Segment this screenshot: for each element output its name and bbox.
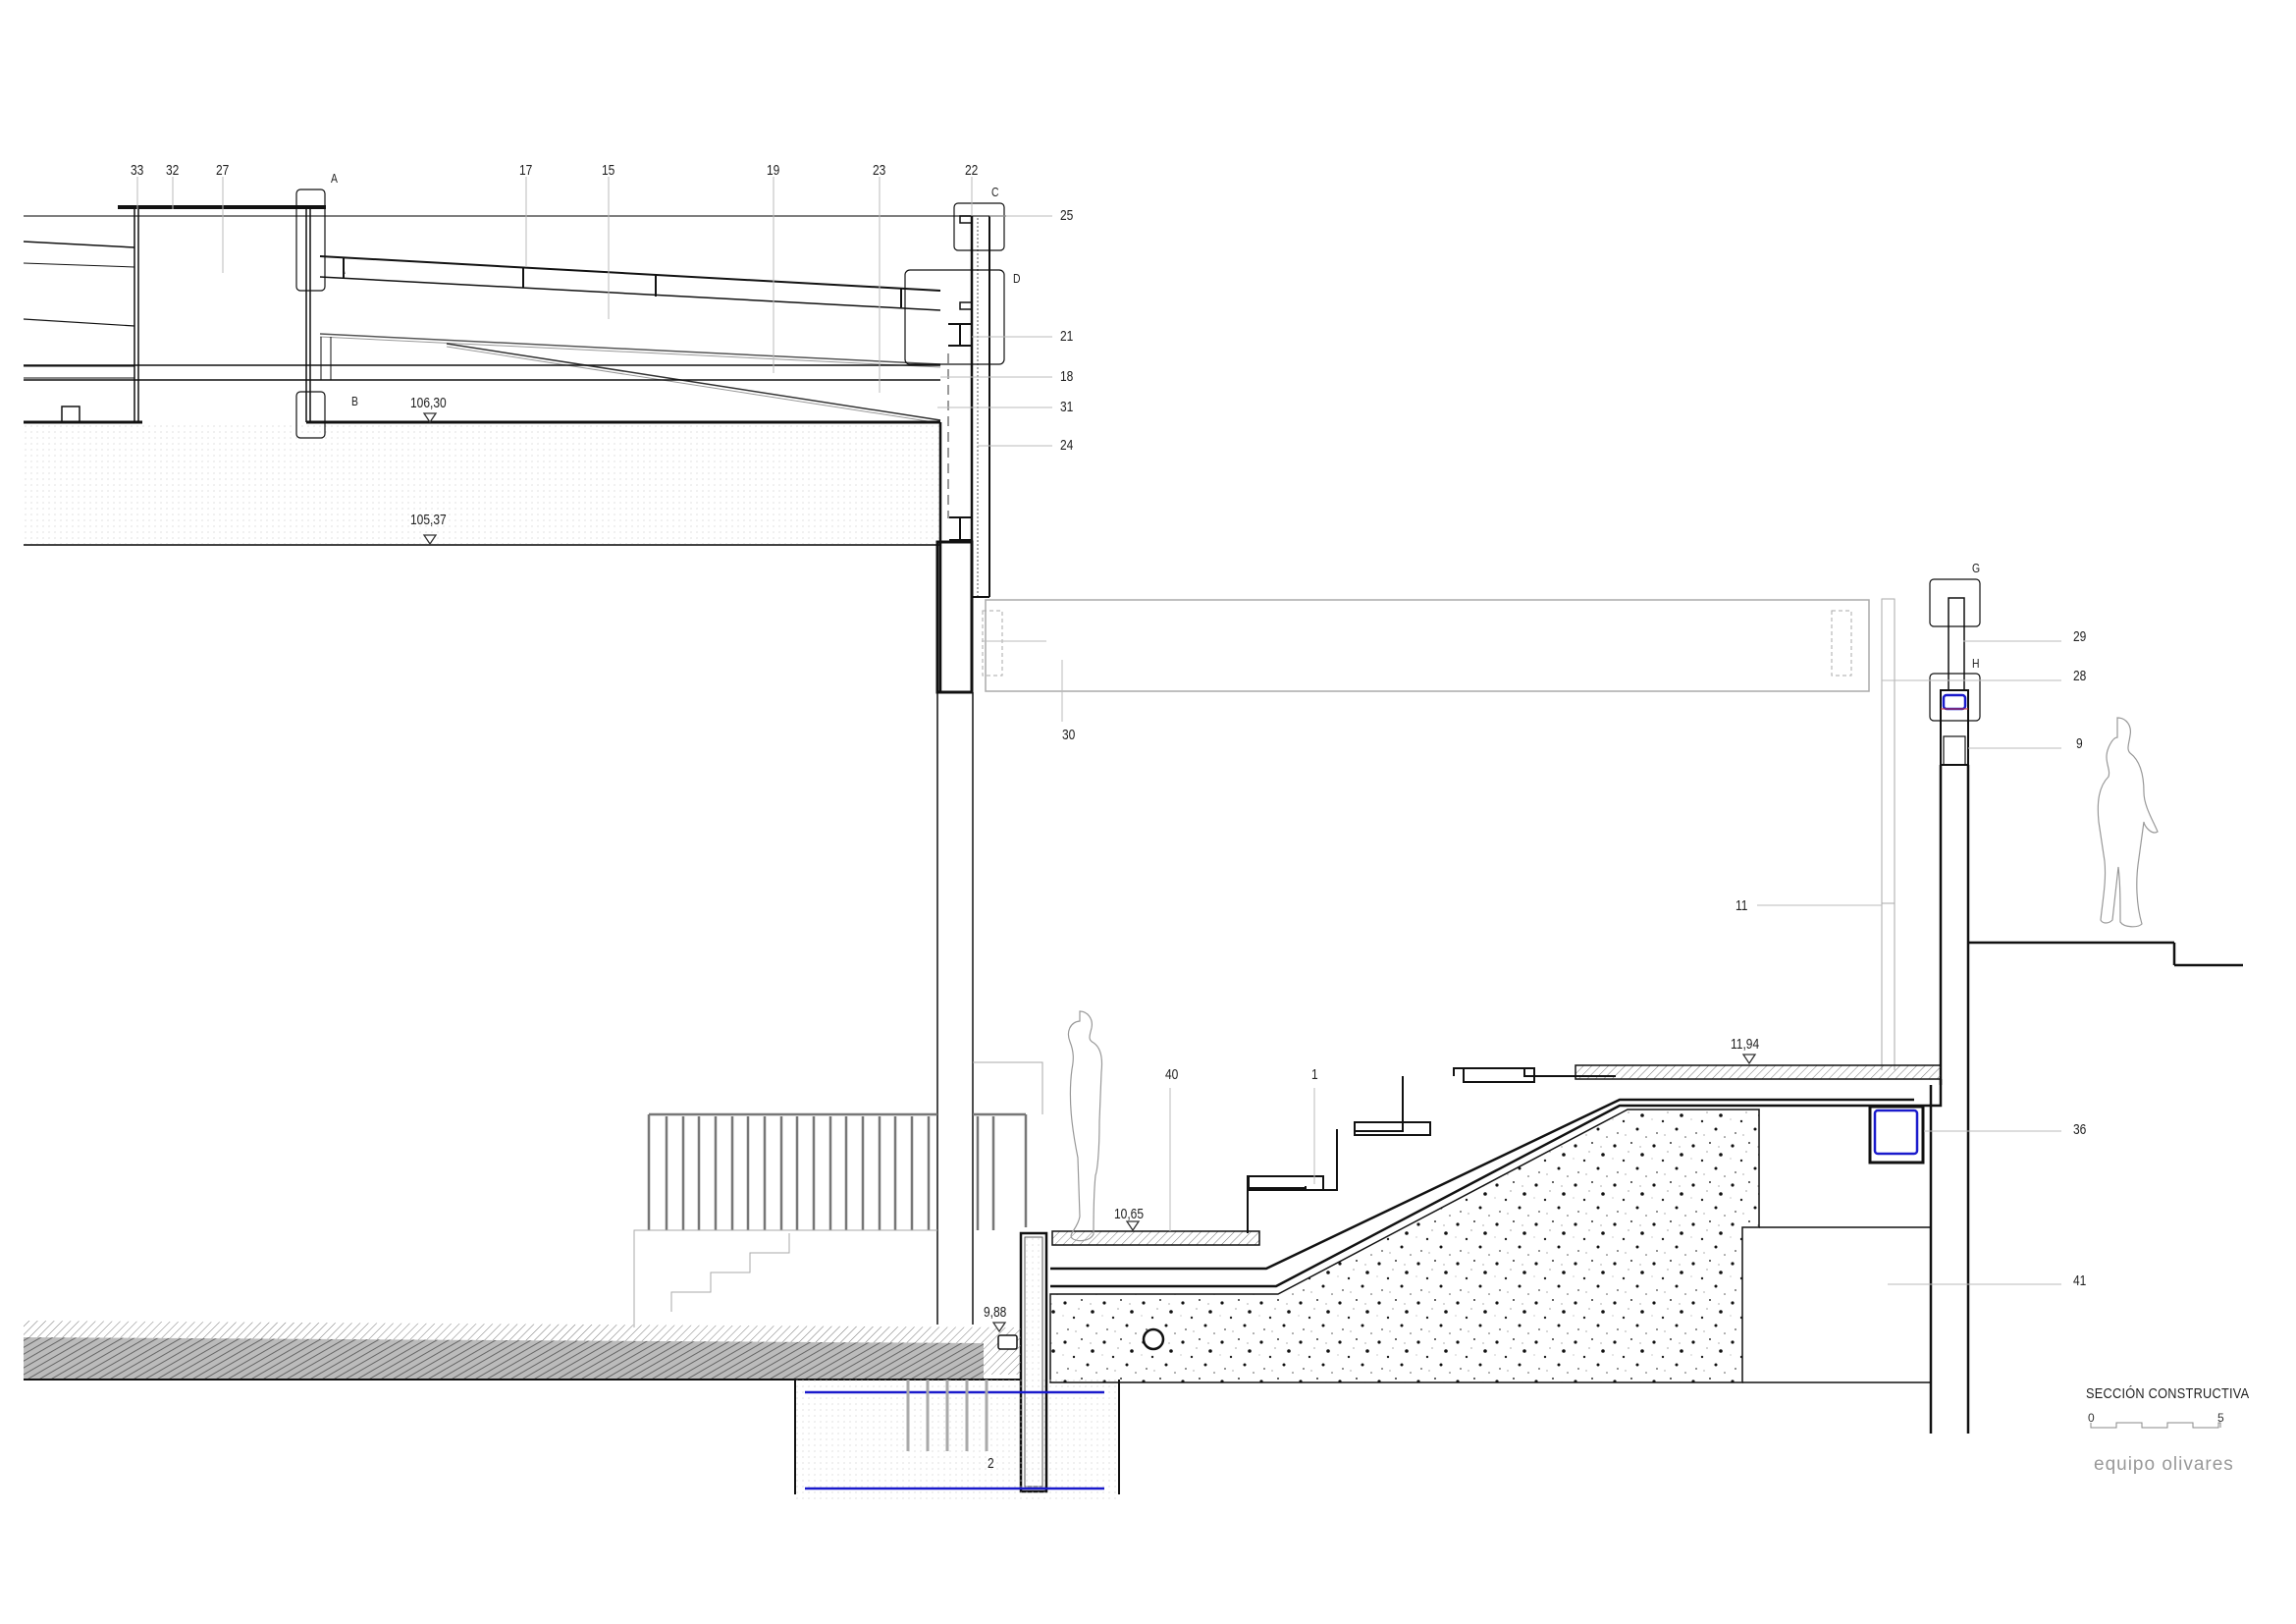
ground-layers	[24, 1321, 1021, 1380]
callout-15: 15	[602, 162, 615, 179]
detail-mark-g: G	[1972, 561, 1981, 575]
ceiling-slab	[24, 424, 940, 545]
callout-17: 17	[519, 162, 533, 179]
right-wall	[1929, 597, 2243, 1434]
callout-18: 18	[1060, 368, 1074, 385]
callout-28: 28	[2073, 668, 2087, 684]
callout-22: 22	[965, 162, 979, 179]
foundation	[794, 1380, 1120, 1499]
human-figure-left	[1067, 1010, 1103, 1242]
level-106-30: 106,30	[410, 395, 447, 411]
callout-2: 2	[988, 1455, 994, 1472]
callout-11: 11	[1735, 897, 1748, 914]
human-figure-right	[2097, 717, 2159, 928]
author-brand: equipo olivares	[2094, 1454, 2234, 1475]
beam-30	[982, 598, 1896, 1070]
callout-1: 1	[1311, 1066, 1318, 1083]
callout-31: 31	[1060, 399, 1074, 415]
callout-25: 25	[1060, 207, 1074, 224]
detail-mark-d: D	[1013, 271, 1021, 286]
detail-boxes	[295, 189, 1981, 722]
level-10-65: 10,65	[1114, 1206, 1145, 1222]
detail-mark-h: H	[1972, 656, 1980, 671]
scale-end: 5	[2217, 1411, 2224, 1425]
drain-pipe	[1142, 1327, 1165, 1351]
callout-30: 30	[1062, 727, 1076, 743]
beam-36	[1868, 1105, 1925, 1164]
callout-9: 9	[2076, 735, 2083, 752]
callout-21: 21	[1060, 328, 1074, 345]
callout-33: 33	[131, 162, 144, 179]
callout-41: 41	[2073, 1272, 2087, 1289]
roof-structure	[23, 205, 1006, 424]
detail-mark-a: A	[331, 171, 338, 186]
callout-32: 32	[166, 162, 180, 179]
leader-lines	[136, 177, 2061, 1285]
railing	[647, 1112, 1028, 1230]
callout-23: 23	[873, 162, 886, 179]
lower-platform	[1051, 1230, 1260, 1246]
scale-bar	[2090, 1422, 2221, 1429]
level-11-94: 11,94	[1731, 1036, 1760, 1053]
callout-27: 27	[216, 162, 230, 179]
upper-platform	[1050, 1064, 1943, 1288]
main-column	[935, 215, 990, 1325]
scale-start: 0	[2088, 1411, 2095, 1425]
level-105-37: 105,37	[410, 512, 447, 528]
callout-29: 29	[2073, 628, 2087, 645]
level-markers	[422, 412, 1757, 1333]
callout-36: 36	[2073, 1121, 2087, 1138]
drawing-title: SECCIÓN CONSTRUCTIVA	[2086, 1385, 2250, 1402]
background-stairs	[633, 1061, 1043, 1327]
callout-19: 19	[767, 162, 780, 179]
detail-mark-c: C	[991, 185, 999, 199]
level-9-88: 9,88	[984, 1304, 1007, 1321]
detail-mark-b: B	[351, 394, 358, 408]
stairs	[1247, 1067, 1616, 1233]
callout-24: 24	[1060, 437, 1074, 454]
callout-40: 40	[1165, 1066, 1179, 1083]
